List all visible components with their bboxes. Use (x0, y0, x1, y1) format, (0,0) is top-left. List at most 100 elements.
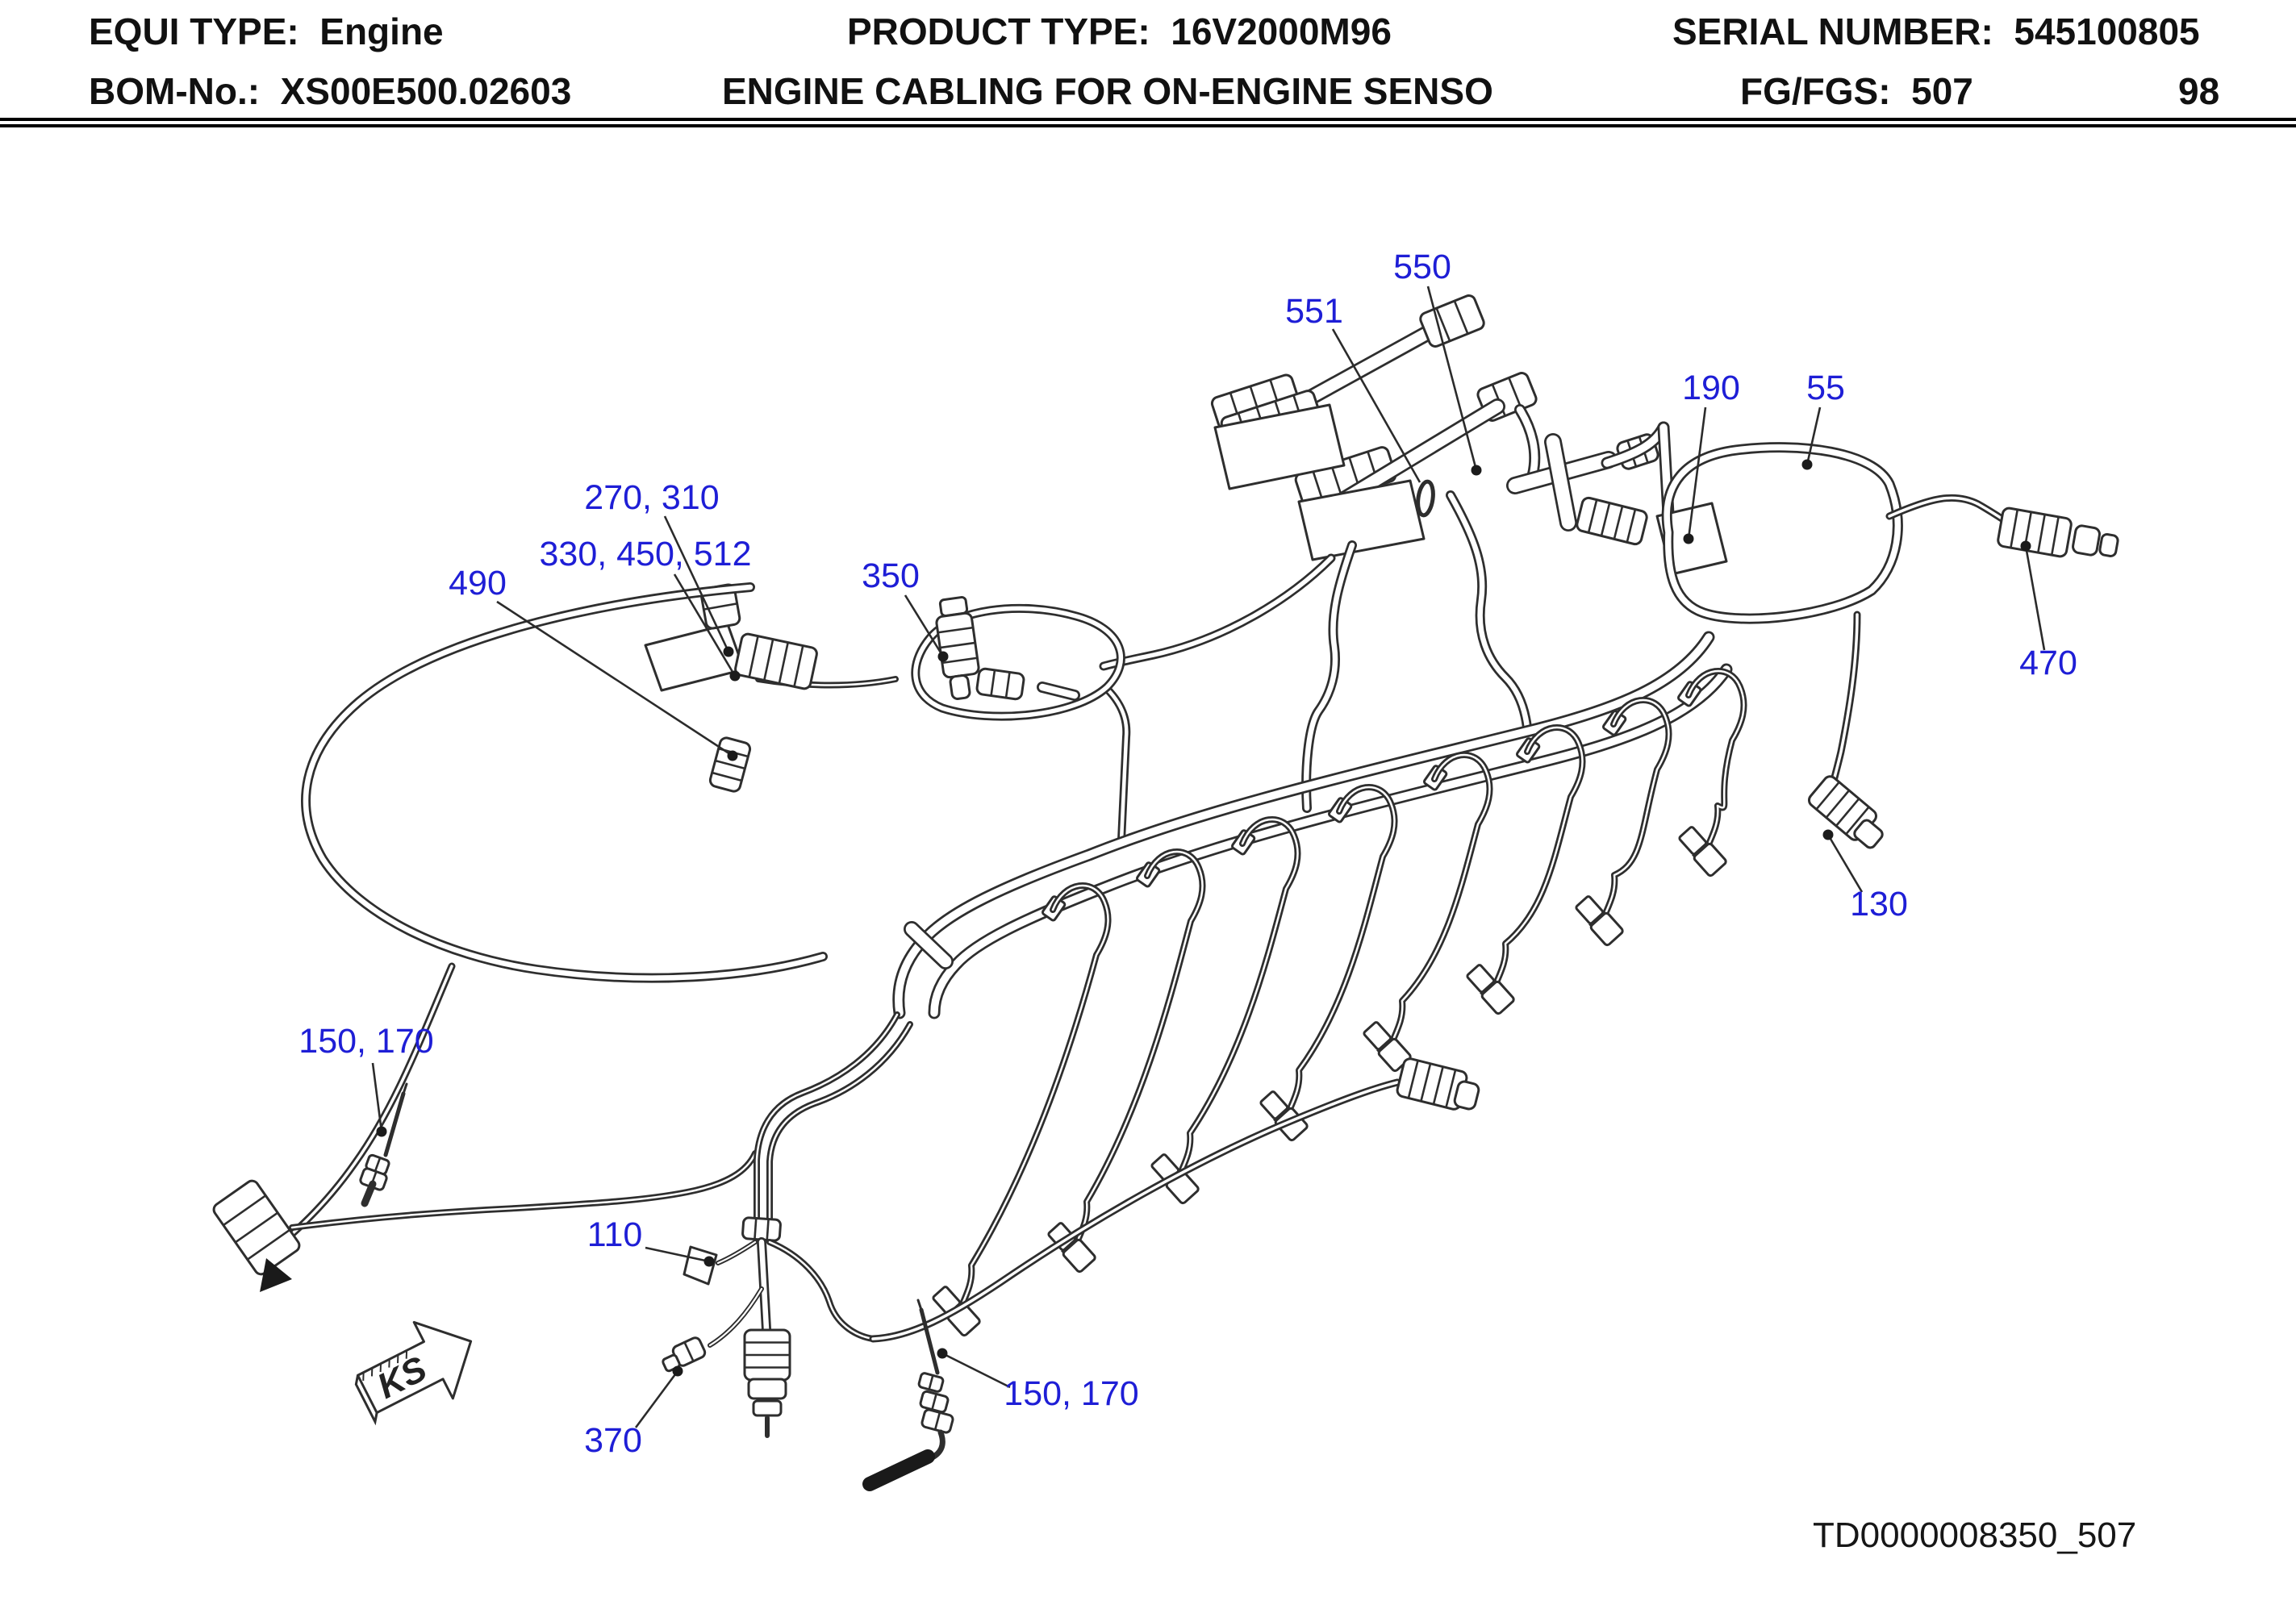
bom-value: XS00E500.02603 (280, 70, 572, 112)
callout-leader-350 (904, 594, 945, 657)
header-rule-top (0, 118, 2296, 121)
drop-cable-7 (1575, 696, 1672, 947)
product-type-value: 16V2000M96 (1171, 10, 1392, 52)
callout-leader-470 (2024, 545, 2046, 651)
barrel-bottom-right (1396, 1057, 1468, 1111)
cluster-barrel-cap (747, 1378, 787, 1400)
product-type: PRODUCT TYPE: 16V2000M96 (847, 10, 1392, 53)
connector-470-tip (2098, 532, 2119, 558)
callout-leader-190 (1687, 406, 1707, 540)
callout-dot-490 (727, 750, 738, 761)
sensor-330-barrel (734, 632, 818, 690)
sensor-130 (1807, 775, 1884, 849)
drawing-number: TD0000008350_507 (1813, 1515, 2136, 1555)
callout-dot-110 (703, 1256, 715, 1267)
product-type-label: PRODUCT TYPE: (847, 10, 1150, 52)
callout-label-551: 551 (1285, 292, 1343, 331)
sensor-bot-collar-2 (919, 1390, 950, 1414)
callout-label-470: 470 (2019, 644, 2077, 682)
callout-150-170-left: 150, 170 (298, 1022, 434, 1137)
cluster-barrel-tip (752, 1399, 783, 1417)
valve-block-2 (1297, 479, 1426, 561)
equi-type: EQUI TYPE: Engine (89, 10, 444, 53)
sensor-150-170-left (359, 1082, 408, 1207)
valve-block-1 (1213, 403, 1346, 490)
callout-190: 190 (1682, 369, 1740, 544)
callout-490: 490 (449, 564, 738, 761)
o-ring-551 (1416, 479, 1435, 518)
page-number: 98 (2178, 70, 2220, 112)
main-trunk (892, 631, 1733, 1019)
callout-330-450-512: 330, 450, 512 (539, 535, 752, 682)
sensor-bot-collar-1 (917, 1372, 945, 1393)
callout-350: 350 (862, 557, 949, 662)
callout-label-150-170-bottom: 150, 170 (1004, 1374, 1138, 1413)
drop-cable-5 (1363, 751, 1493, 1073)
callout-dot-150-170-bottom (937, 1348, 948, 1359)
callout-dot-130 (1822, 829, 1834, 840)
callout-leader-130 (1826, 834, 1864, 893)
fg-fgs-value: 507 (1911, 70, 1973, 112)
fg-fgs: FG/FGS: 507 (1740, 69, 1973, 113)
equi-type-value: Engine (319, 10, 444, 52)
plug-left-body (212, 1179, 301, 1276)
rail-fitting-upper (1419, 294, 1485, 348)
callout-label-350: 350 (862, 557, 920, 595)
callout-55: 55 (1801, 369, 1845, 470)
ks-arrow-shape (356, 1320, 473, 1415)
drop-cable-3 (1150, 815, 1301, 1205)
callout-leader-110 (645, 1246, 710, 1263)
callout-label-190: 190 (1682, 369, 1740, 407)
connector-470-body (1997, 507, 2073, 558)
callout-leader-270-310 (663, 515, 730, 652)
serial-number-label: SERIAL NUMBER: (1672, 10, 1993, 52)
fuel-rail-upper (1210, 294, 1659, 509)
callout-550: 550 (1393, 248, 1482, 476)
ks-arrow: KS (354, 1320, 473, 1426)
callout-dot-270-310 (723, 646, 734, 657)
callout-leader-330-450-512 (673, 573, 737, 677)
connector-470-cap (2072, 524, 2101, 557)
callout-130: 130 (1822, 829, 1908, 923)
callout-leader-150-170-left (371, 1062, 383, 1132)
harness-loop-55 (1661, 442, 1903, 624)
cluster-barrel (743, 1328, 791, 1382)
callout-label-110: 110 (587, 1215, 643, 1254)
callout-leader-55 (1805, 406, 1822, 465)
sheet-title: ENGINE CABLING FOR ON-ENGINE SENSO (722, 70, 1493, 112)
drop-cable-2 (1047, 848, 1206, 1274)
callout-label-370: 370 (584, 1421, 642, 1460)
callout-dot-150-170-left (376, 1126, 387, 1137)
connector-470 (1997, 507, 2119, 558)
drop-cable-6 (1466, 723, 1586, 1015)
connector-bottom-right (1396, 1057, 1480, 1111)
connector-cluster-110-370 (662, 1011, 913, 1438)
bottom-cable (869, 1078, 1401, 1343)
connector-plug-left (212, 1150, 758, 1292)
callout-label-150-170-left: 150, 170 (298, 1022, 433, 1061)
callout-label-270-310: 270, 310 (584, 478, 719, 517)
drop-connector-8 (1678, 826, 1727, 878)
drop-connector-6 (1466, 964, 1515, 1015)
callout-dot-350 (937, 651, 949, 662)
sensor-130-branch (1826, 611, 1861, 804)
sensor-190 (1576, 496, 1648, 546)
drop-connector-7 (1575, 895, 1624, 947)
callout-label-330-450-512: 330, 450, 512 (539, 535, 751, 573)
callout-label-490: 490 (449, 564, 507, 602)
harness-loop-490 (288, 582, 828, 1238)
callout-leader-490 (496, 600, 733, 757)
fg-fgs-label: FG/FGS: (1740, 70, 1891, 112)
serial-number-value: 545100805 (2014, 10, 2200, 52)
header-rule-bottom (0, 124, 2296, 127)
callout-leader-370 (634, 1370, 679, 1428)
sensor-probe-tip (862, 1449, 935, 1491)
fuel-rail-lower (1297, 398, 1505, 561)
callout-dot-370 (672, 1365, 683, 1377)
callout-110: 110 (587, 1215, 715, 1267)
callout-layer: 550 551 190 55 270, 310 330, 450, 512 490 350 47… (298, 248, 2077, 1460)
callout-dot-470 (2020, 540, 2031, 552)
sensor-350-stem (949, 674, 971, 700)
equi-type-label: EQUI TYPE: (89, 10, 299, 52)
callout-leader-551 (1331, 328, 1421, 483)
